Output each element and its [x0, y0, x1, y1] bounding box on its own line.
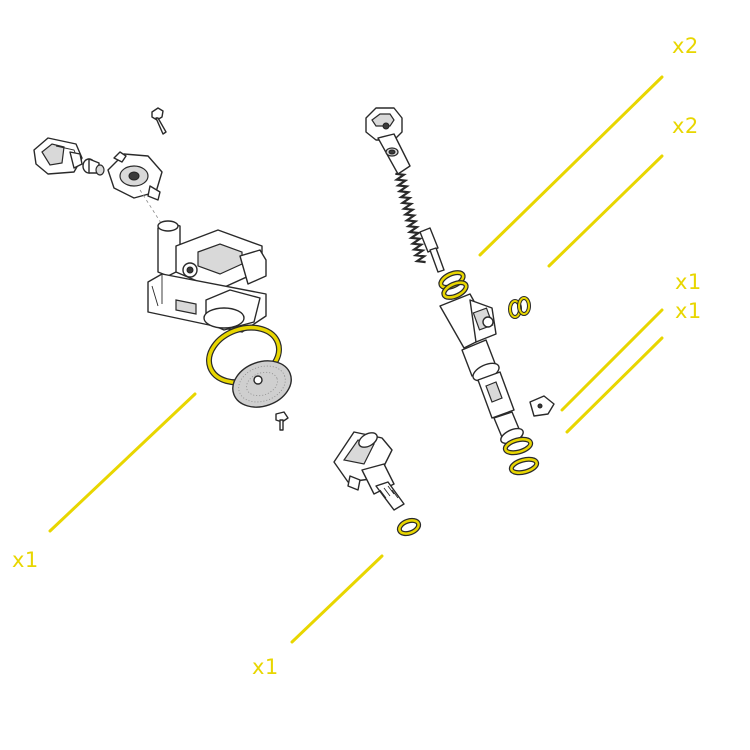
- quantity-label: x1: [675, 299, 702, 323]
- leader-line-6: [290, 554, 384, 644]
- spring: [393, 172, 428, 264]
- wand-connector: [333, 431, 405, 511]
- bottom-screw: [275, 411, 289, 431]
- lower-o-rings: [502, 436, 540, 476]
- leader-line-1: [478, 75, 664, 257]
- actuator-head: [107, 151, 163, 201]
- shower-screen: [232, 360, 292, 408]
- valve-stack: [365, 107, 555, 445]
- side-o-rings: [508, 296, 531, 319]
- leader-lines: [48, 75, 664, 644]
- quantity-label: x1: [12, 548, 39, 572]
- valve-body: [147, 220, 267, 333]
- bushing: [82, 158, 105, 176]
- connector-clip: [33, 137, 83, 175]
- leader-line-5: [48, 392, 197, 533]
- quantity-label: x2: [672, 34, 699, 58]
- leader-line-3: [560, 308, 664, 412]
- wand-o-ring: [396, 517, 422, 537]
- quantity-label: x1: [252, 655, 279, 679]
- leader-line-2: [547, 154, 664, 268]
- top-screw: [151, 107, 167, 135]
- leader-line-4: [565, 336, 664, 434]
- quantity-label: x2: [672, 114, 699, 138]
- quantity-label: x1: [675, 270, 702, 294]
